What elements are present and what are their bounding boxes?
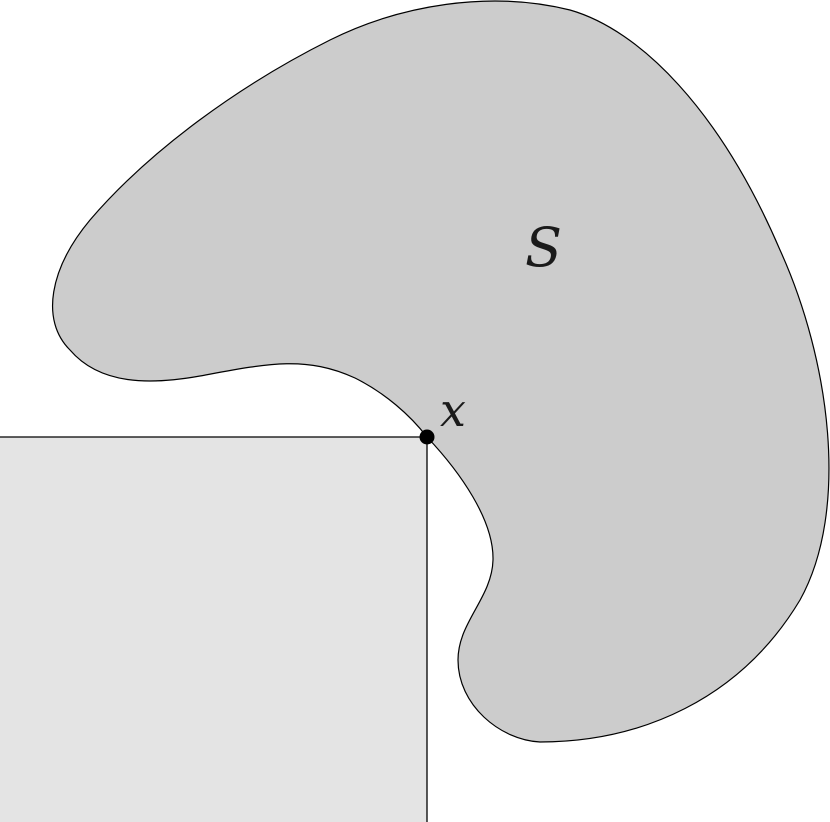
point-x-marker xyxy=(419,429,435,445)
point-label-x: x xyxy=(440,383,466,437)
region-label-s: S xyxy=(525,216,562,279)
quadrant-region xyxy=(0,437,427,822)
set-region-s xyxy=(51,0,830,743)
